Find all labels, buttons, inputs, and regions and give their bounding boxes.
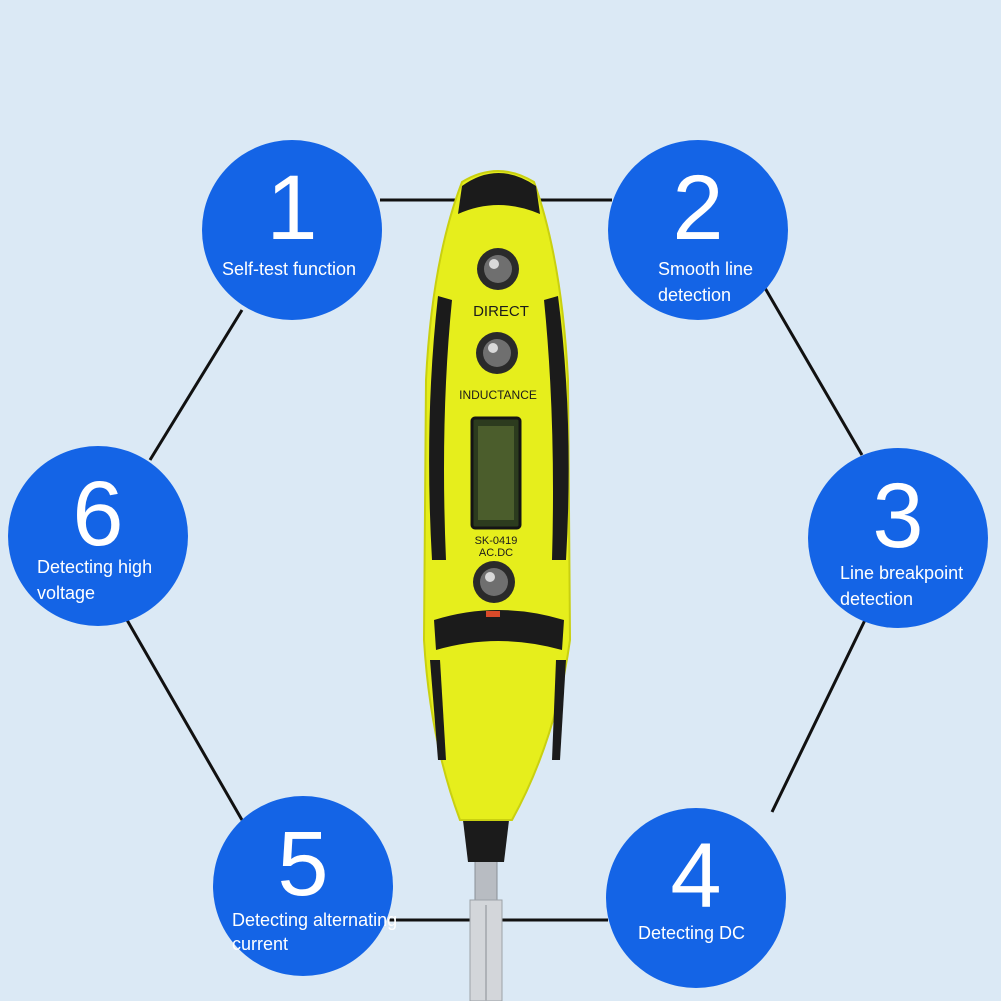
connector-line-bottom-right [770,619,867,813]
right-grip [544,296,569,560]
indicator-mark [486,611,500,617]
connector-line-top-right [763,287,864,456]
lower-band [434,610,564,650]
pen-cap [458,173,540,214]
button-bottom-icon [473,561,515,603]
feature-circle-2: 2 Smooth line detection [608,140,788,320]
feature-number: 2 [672,157,724,259]
feature-circle-3: 3 Line breakpoint detection [808,448,988,628]
device-model: SK-0419 [475,535,518,547]
device-mode: AC.DC [479,547,513,559]
screwdriver-shaft [474,859,498,907]
device-label-inductance: INDUCTANCE [459,388,537,402]
feature-circle-1: 1 Self-test function [202,140,382,320]
feature-number: 1 [266,157,318,259]
device-label-direct: DIRECT [473,303,529,320]
feature-circle-5: 5 Detecting alternating current [213,796,397,976]
feature-label: Detecting alternating current [232,910,398,954]
connector-line-top-left [148,309,244,461]
feature-number: 4 [670,825,722,927]
connector-line-bottom-left [125,619,244,821]
feature-circle-4: 4 Detecting DC [606,808,786,988]
left-grip [429,296,452,560]
feature-number: 3 [872,465,924,567]
feature-label: Line breakpoint detection [840,563,964,609]
button-middle-icon [476,332,518,374]
feature-label: Detecting high voltage [37,557,153,603]
feature-circle-6: 6 Detecting high voltage [8,446,188,626]
button-top-icon [477,248,519,290]
feature-number: 5 [277,813,329,915]
feature-label: Self-test function [222,259,357,279]
feature-label: Detecting DC [638,923,746,943]
feature-label: Smooth line detection [658,259,754,305]
feature-number: 6 [72,463,124,565]
pen-nose [462,812,510,862]
